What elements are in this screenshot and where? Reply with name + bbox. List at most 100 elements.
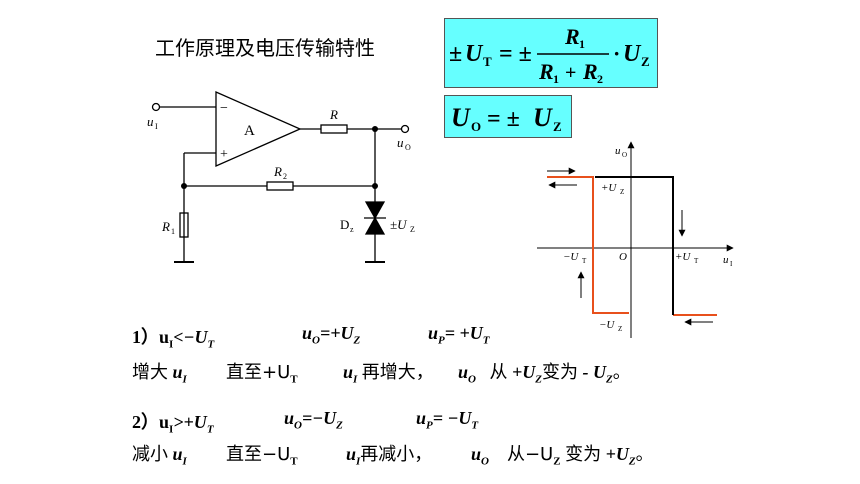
r2-label: R [273,164,282,179]
pos-uz-label: +U [601,182,617,194]
case2-d: =−U [301,408,337,428]
case1-l2-further: uI 再增大， [343,358,434,386]
case1-l2-change: uO 从 +UZ变为 - UZ。 [458,358,631,386]
uz-var: U [623,41,642,67]
case2-l2-g-sub: Z [553,455,561,468]
case1-d: =+U [319,323,354,343]
case1-b-sub: T [207,338,215,351]
r2-label-sub: 2 [283,172,287,181]
dz-label-sub: z [350,225,354,234]
case2-l2-d: u [346,444,357,464]
r1-label: R [161,219,170,234]
case1-l2-j: - U [582,362,606,382]
neg-ut-label: −U [563,251,579,263]
resistor-r2 [266,181,294,191]
den-sub2: 2 [597,72,603,86]
case2-l2-c-sub: T [290,455,298,468]
feedback-node-dot [372,183,378,189]
pos-ut-label: +U [675,251,691,263]
input-terminal [151,102,161,112]
case1-l2-b-sub: I [182,373,187,386]
den-r2: R [582,59,598,84]
zener-up-triangle [364,201,386,220]
neg-uz-label: −U [599,319,615,331]
neg-ut-label-sub: T [582,257,587,265]
uz-sub: Z [641,54,650,69]
case1-f: = +U [444,323,483,343]
eq-pm-2: = ± [487,106,520,132]
case2-l2-d-sub: I [356,455,361,468]
case1-l2-d-sub: I [353,373,358,386]
case1-l2-d: u [343,362,354,382]
pm-sign: ± [449,41,462,67]
eq-pm: = ± [499,41,532,67]
case2-l2-c: 直至−U [226,444,291,465]
neg-uz-label-sub: Z [618,325,622,333]
case2-l2-b-sub: I [182,455,187,468]
resistor-r1 [179,212,189,238]
case2-l2-h: 变为 [565,444,602,465]
case1-l2-b: u [172,362,183,382]
circuit-diagram: u I − + A R R 2 R 1 u O D z ±U Z [147,91,415,263]
case1-e-sub: P [438,334,445,347]
uz-sub-2: Z [553,119,562,134]
case1-l2-until: 直至+UT [226,358,298,386]
case1-l2-j-sub: Z [605,373,613,386]
r1-label-sub: 1 [171,227,175,236]
case2-a: 2）u [132,412,170,432]
case2-c: u [284,408,295,428]
numerator-r: R [564,24,580,49]
case2-l2-b: u [172,444,183,464]
case1-c: u [302,323,313,343]
case1-l2-a: 增大 [132,362,168,383]
case1-line2: 增大 uI [132,358,187,386]
case2-uo-eq: uO=−UZ [284,408,343,432]
case1-d-sub: Z [353,334,361,347]
den-plus: + [565,62,576,84]
r-label: R [329,107,338,122]
page-title: 工作原理及电压传输特性 [155,36,375,60]
case2-f: = −U [432,408,472,428]
case1-a-text: 1）u [132,327,170,347]
threshold-formula: ± U T = ± R 1 R 1 + R 2 · U Z [444,18,658,88]
case1-l2-f: u [458,362,469,382]
case1-l2-f-sub: O [468,373,476,386]
pos-ut-label-sub: T [694,257,699,265]
y-axis-label-sub: O [622,151,627,159]
case1-a-sub: I [169,338,174,351]
case2-b-sub: T [206,423,214,436]
case2-l2-until: 直至−UT [226,440,298,468]
case1-l2-h: +U [511,362,536,382]
case2-up-eq: uP= −UT [416,408,478,432]
case1-c-sub: O [312,334,320,347]
case2-l2-f-sub: O [481,455,489,468]
case1-l2-e: 再增大， [361,362,434,383]
case2-line1: 2）uI>+UT [132,408,214,436]
case1-l2-i: 变为 [541,362,578,383]
case1-uo-eq: uO=+UZ [302,323,360,347]
case2-l2-f: u [471,444,482,464]
case2-e: u [416,408,427,428]
output-label: u [397,135,404,150]
input-label-sub: I [155,122,158,131]
case1-b-text: <−U [173,327,208,347]
case1-up-eq: uP= +UT [428,323,490,347]
plus-label: + [220,147,228,162]
resistor-r [320,124,348,134]
plus-node-dot [181,183,187,189]
uz-var-2: U [533,103,553,132]
case1-b: <−UT [173,327,214,351]
y-axis-label: u [615,145,621,157]
output-node-dot [372,126,378,132]
transfer-characteristic-graph: u O u I O +U Z −U Z +U T −U T [537,141,734,338]
uo-sub: O [471,119,481,134]
case2-l2-e: 再减小， [360,444,433,465]
output-label-sub: O [405,143,411,152]
origin-label: O [619,251,627,263]
case1-e: u [428,323,439,343]
case2-c-sub: O [294,419,302,432]
case1-f-sub: T [482,334,490,347]
output-formula: U O = ± U Z [444,95,572,138]
case2-l2-change: uO 从−UZ 变为 +UZ。 [471,440,654,468]
case1-l2-h-sub: Z [535,373,542,386]
